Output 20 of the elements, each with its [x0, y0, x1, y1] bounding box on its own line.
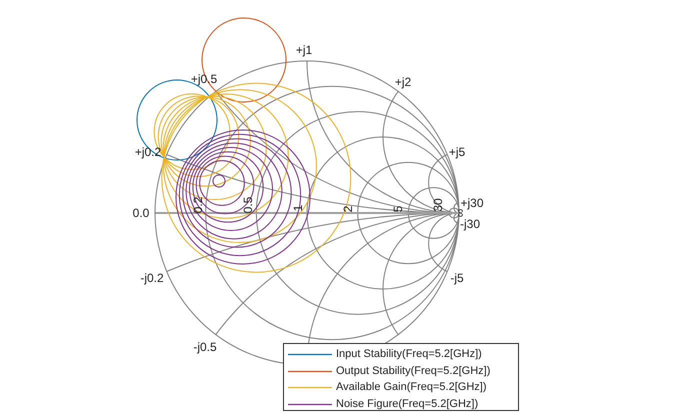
legend-label: Output Stability(Freq=5.2[GHz]) — [336, 364, 490, 376]
reactance-tick-label: 0.0 — [132, 207, 150, 219]
legend-label: Input Stability(Freq=5.2[GHz]) — [336, 348, 482, 360]
resistance-tick-label: 0.5 — [242, 196, 254, 214]
resistance-tick-label: ∞ — [454, 208, 466, 218]
resistance-tick-label: 1 — [292, 204, 304, 212]
resistance-tick-label: 5 — [392, 206, 404, 212]
resistance-tick-label: 0.2 — [192, 196, 204, 214]
reactance-tick-label: -j5 — [450, 272, 464, 284]
reactance-tick-label: -j0.5 — [193, 341, 217, 353]
resistance-tick-label: 30 — [432, 198, 444, 212]
reactance-tick-label: -j30 — [460, 218, 480, 230]
reactance-tick-label: +j5 — [448, 146, 466, 158]
reactance-tick-label: +j30 — [460, 197, 484, 209]
legend-label: Noise Figure(Freq=5.2[GHz]) — [336, 398, 478, 410]
reactance-tick-label: +j2 — [394, 76, 412, 88]
reactance-tick-label: -j0.2 — [140, 272, 164, 284]
resistance-tick-label: 2 — [342, 206, 354, 212]
reactance-tick-label: +j1 — [296, 44, 312, 56]
legend-label: Available Gain(Freq=5.2[GHz]) — [336, 381, 487, 393]
